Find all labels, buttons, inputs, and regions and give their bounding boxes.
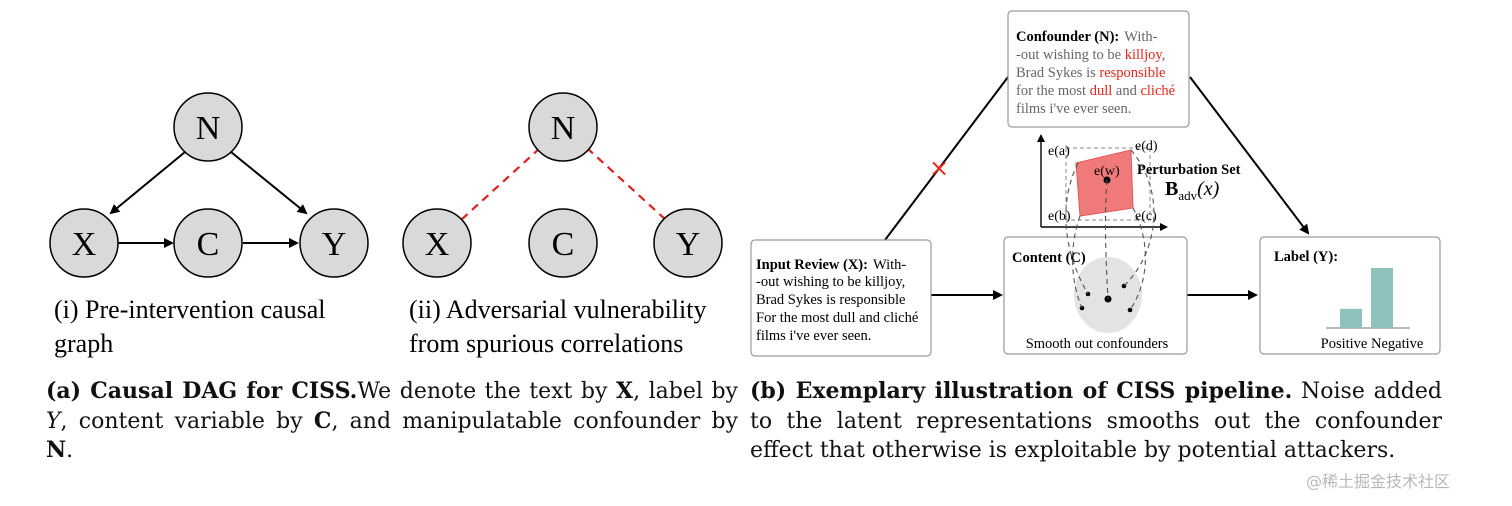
confounder-line5: films i've ever seen. bbox=[1016, 101, 1131, 117]
perturbation-region bbox=[1075, 149, 1134, 217]
caption-a-var-y: Y bbox=[46, 408, 61, 434]
corner-label-w: e(w) bbox=[1094, 164, 1120, 179]
confounder-highlight-dull: dull bbox=[1090, 83, 1113, 99]
edge-n-to-x bbox=[109, 151, 186, 215]
node-n bbox=[528, 92, 598, 162]
content-footer: Smooth out confounders bbox=[1026, 336, 1169, 352]
input-line2: -out wishing to be killjoy, bbox=[756, 274, 905, 290]
causal-graph-pre-intervention: N X C Y (i) Pre-intervention causal grap… bbox=[49, 92, 369, 358]
perturbation-set-title: Perturbation Set bbox=[1137, 162, 1241, 178]
caption-a-var-x: X bbox=[616, 378, 634, 404]
caption-a-var-c: C bbox=[313, 407, 332, 434]
input-line1: Input Review (X): With- bbox=[756, 257, 906, 273]
node-x bbox=[402, 208, 472, 278]
corner-label-b: e(b) bbox=[1048, 209, 1071, 224]
node-y-label: Y bbox=[322, 226, 347, 263]
confounder-highlight-killjoy: killjoy bbox=[1125, 47, 1164, 63]
caption-a-text-1: We denote the text by bbox=[357, 379, 616, 404]
mapping-curve-d bbox=[1123, 149, 1155, 287]
label-bars bbox=[1340, 268, 1393, 328]
corner-label-c: e(c) bbox=[1135, 209, 1157, 224]
mapping-curve-c bbox=[1129, 207, 1146, 311]
spurious-edge-n-y bbox=[586, 147, 667, 221]
confounder-text-2a: -out wishing to be bbox=[1016, 47, 1125, 63]
graph1-caption-line2: graph bbox=[54, 329, 113, 358]
caption-a-text-4: , and manipulatable confounder by bbox=[331, 408, 738, 434]
edge-n-to-y bbox=[230, 151, 308, 215]
content-title: Content (C) bbox=[1012, 250, 1086, 266]
confounder-text-4a: for the most bbox=[1016, 83, 1090, 99]
node-c bbox=[528, 208, 598, 278]
label-title: Label (Y): bbox=[1274, 249, 1338, 265]
perturb-symbol-arg: (x) bbox=[1197, 178, 1220, 200]
caption-a-text-5: . bbox=[66, 438, 74, 463]
node-c-label: C bbox=[552, 226, 575, 263]
confounder-text-3a: Brad Sykes is bbox=[1016, 65, 1099, 81]
causal-graph-adversarial: N X C Y (ii) Adversarial vulnerability f… bbox=[402, 92, 723, 358]
node-x-label: X bbox=[425, 226, 450, 263]
caption-b-text: Noise added to the latent representation… bbox=[750, 379, 1442, 463]
confounder-line3: Brad Sykes is responsible bbox=[1016, 65, 1165, 81]
label-bar-negative bbox=[1371, 268, 1393, 328]
mapping-curve-w bbox=[1104, 179, 1109, 300]
watermark: @稀土掘金技术社区 bbox=[1306, 472, 1451, 491]
confounder-line1: Confounder (N): With- bbox=[1016, 29, 1158, 45]
node-x bbox=[49, 208, 119, 278]
caption-a-text-3: , content variable by bbox=[60, 408, 314, 434]
content-point bbox=[1127, 307, 1133, 313]
input-review-box bbox=[750, 239, 932, 357]
edge-n-to-y bbox=[1189, 76, 1310, 235]
node-y bbox=[653, 208, 723, 278]
perturb-symbol-sub: adv bbox=[1178, 188, 1197, 203]
confounder-highlight-cliche: cliché bbox=[1140, 83, 1175, 99]
confounder-highlight-responsible: responsible bbox=[1099, 65, 1165, 81]
node-y bbox=[299, 208, 369, 278]
input-line4: For the most dull and cliché bbox=[756, 310, 918, 326]
caption-b-title: (b) Exemplary illustration of CISS pipel… bbox=[750, 378, 1293, 404]
smoothing-blob bbox=[1074, 257, 1142, 333]
mapping-curve-b bbox=[1072, 215, 1083, 309]
node-y-label: Y bbox=[676, 226, 701, 263]
label-bar-positive bbox=[1340, 308, 1362, 328]
confounder-title: Confounder (N): bbox=[1016, 29, 1119, 45]
caption-a: (a) Causal DAG for CISS.We denote the te… bbox=[46, 377, 738, 466]
corner-label-d: e(d) bbox=[1135, 139, 1158, 154]
node-n-label: N bbox=[196, 110, 221, 147]
confounder-line4: for the most dull and cliché bbox=[1016, 83, 1175, 99]
confounder-line2: -out wishing to be killjoy, bbox=[1016, 47, 1165, 63]
input-title: Input Review (X): bbox=[756, 257, 868, 273]
perturbation-plot: e(a) e(d) e(w) e(b) e(c) Perturbation Se… bbox=[1037, 134, 1241, 311]
label-bar-captions: Positive Negative bbox=[1321, 336, 1424, 352]
graph2-caption-line2: from spurious correlations bbox=[409, 329, 683, 358]
caption-a-title: (a) Causal DAG for CISS. bbox=[46, 378, 358, 404]
corner-label-a: e(a) bbox=[1048, 144, 1070, 159]
caption-a-text-2: , label by bbox=[633, 379, 738, 404]
node-n-label: N bbox=[551, 110, 576, 147]
perturbation-set-symbol: Badv(x) bbox=[1165, 178, 1220, 203]
confounder-text-4b: and bbox=[1112, 83, 1140, 99]
perturb-symbol-B: B bbox=[1165, 178, 1178, 200]
caption-a-var-n: N bbox=[46, 437, 67, 463]
input-text-1: With- bbox=[873, 257, 906, 273]
mapping-curve-a bbox=[1065, 162, 1089, 295]
graph2-caption-line1: (ii) Adversarial vulnerability bbox=[409, 295, 706, 324]
input-line5: films i've ever seen. bbox=[756, 328, 871, 344]
spurious-edge-n-x bbox=[460, 147, 541, 221]
graph1-caption-line1: (i) Pre-intervention causal bbox=[54, 295, 325, 324]
cut-mark: × bbox=[929, 154, 949, 182]
edge-x-to-n-cut bbox=[884, 76, 1009, 241]
caption-b: (b) Exemplary illustration of CISS pipel… bbox=[750, 377, 1442, 466]
node-n bbox=[173, 92, 243, 162]
confounder-text-2b: , bbox=[1162, 47, 1166, 63]
confounder-text-1: With- bbox=[1124, 29, 1157, 45]
ciss-pipeline: × Confounder (N): With- -out wishing to b… bbox=[750, 10, 1441, 357]
node-c-label: C bbox=[197, 226, 220, 263]
confounder-box bbox=[1007, 10, 1190, 128]
node-c bbox=[173, 208, 243, 278]
input-line3: Brad Sykes is responsible bbox=[756, 292, 905, 308]
label-box bbox=[1259, 236, 1441, 355]
node-x-label: X bbox=[72, 226, 97, 263]
